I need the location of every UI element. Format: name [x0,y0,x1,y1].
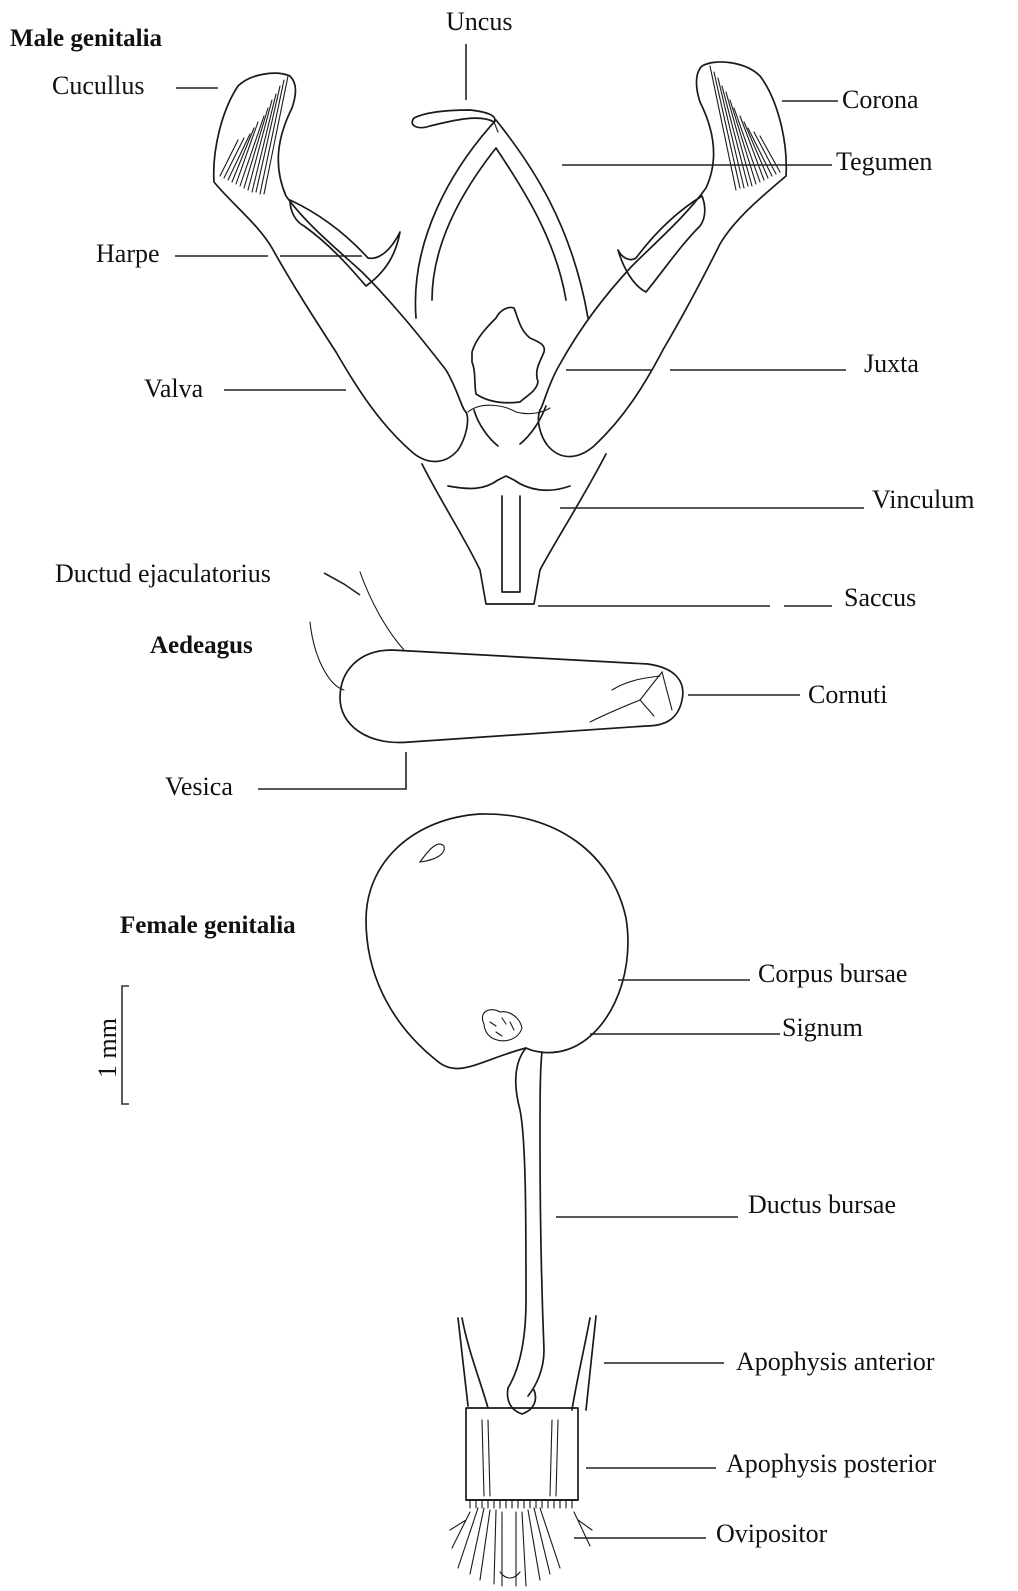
ovipositor-setae [450,1500,592,1586]
ductus-ejaculatorius-line [360,572,404,650]
label-vinculum: Vinculum [872,485,974,514]
male-genitalia-drawing [214,62,787,604]
apophysis-posterior-right [550,1420,552,1496]
aedeagus-body [340,650,683,742]
harpe-left [290,200,400,286]
label-valva: Valva [144,374,204,403]
harpe-right [618,196,705,292]
label-cornuti: Cornuti [808,680,887,709]
heading-male-genitalia: Male genitalia [10,25,163,52]
valva-left [214,73,468,461]
label-saccus: Saccus [844,583,916,612]
heading-female-genitalia: Female genitalia [120,912,296,939]
cucullus-right-setae [710,66,780,190]
label-ductus-bursae: Ductus bursae [748,1190,896,1219]
corpus-bursae-outline [366,814,628,1069]
label-apophysis-anterior: Apophysis anterior [736,1347,935,1376]
signum-small [420,844,444,862]
label-corona: Corona [842,85,919,114]
label-ovipositor: Ovipositor [716,1519,828,1548]
scale-bar [122,986,129,1104]
label-vesica: Vesica [165,772,233,801]
apophysis-anterior-left [458,1318,468,1406]
tegumen-outline [415,120,588,318]
juxta-band [468,405,550,413]
label-uncus: Uncus [446,7,512,36]
uncus-hook [412,110,495,128]
saccus-outline [502,496,520,592]
apophysis-posterior-left [482,1420,484,1496]
label-signum: Signum [782,1013,863,1042]
label-cucullus: Cucullus [52,71,144,100]
leader-lines [175,44,864,1538]
aedeagus-drawing [310,572,683,742]
valva-right [538,62,786,457]
label-apophysis-posterior: Apophysis posterior [726,1449,937,1478]
label-harpe: Harpe [96,239,160,268]
label-corpus-bursae: Corpus bursae [758,959,907,988]
cornuti-spine [590,700,654,722]
juxta-outline [472,307,544,402]
cucullus-left-setae [220,76,288,194]
tegumen-inner-line [432,148,566,300]
heading-aedeagus: Aedeagus [150,632,253,659]
label-ductus-ejaculatorius: Ductud ejaculatorius [55,559,271,588]
ductus-bursae-outline [508,1048,526,1388]
label-tegumen: Tegumen [836,147,932,176]
scale-bar-label: 1 mm [93,1018,122,1078]
label-juxta: Juxta [864,349,919,378]
female-genitalia-drawing [366,814,628,1586]
vinculum-outline [422,454,606,604]
